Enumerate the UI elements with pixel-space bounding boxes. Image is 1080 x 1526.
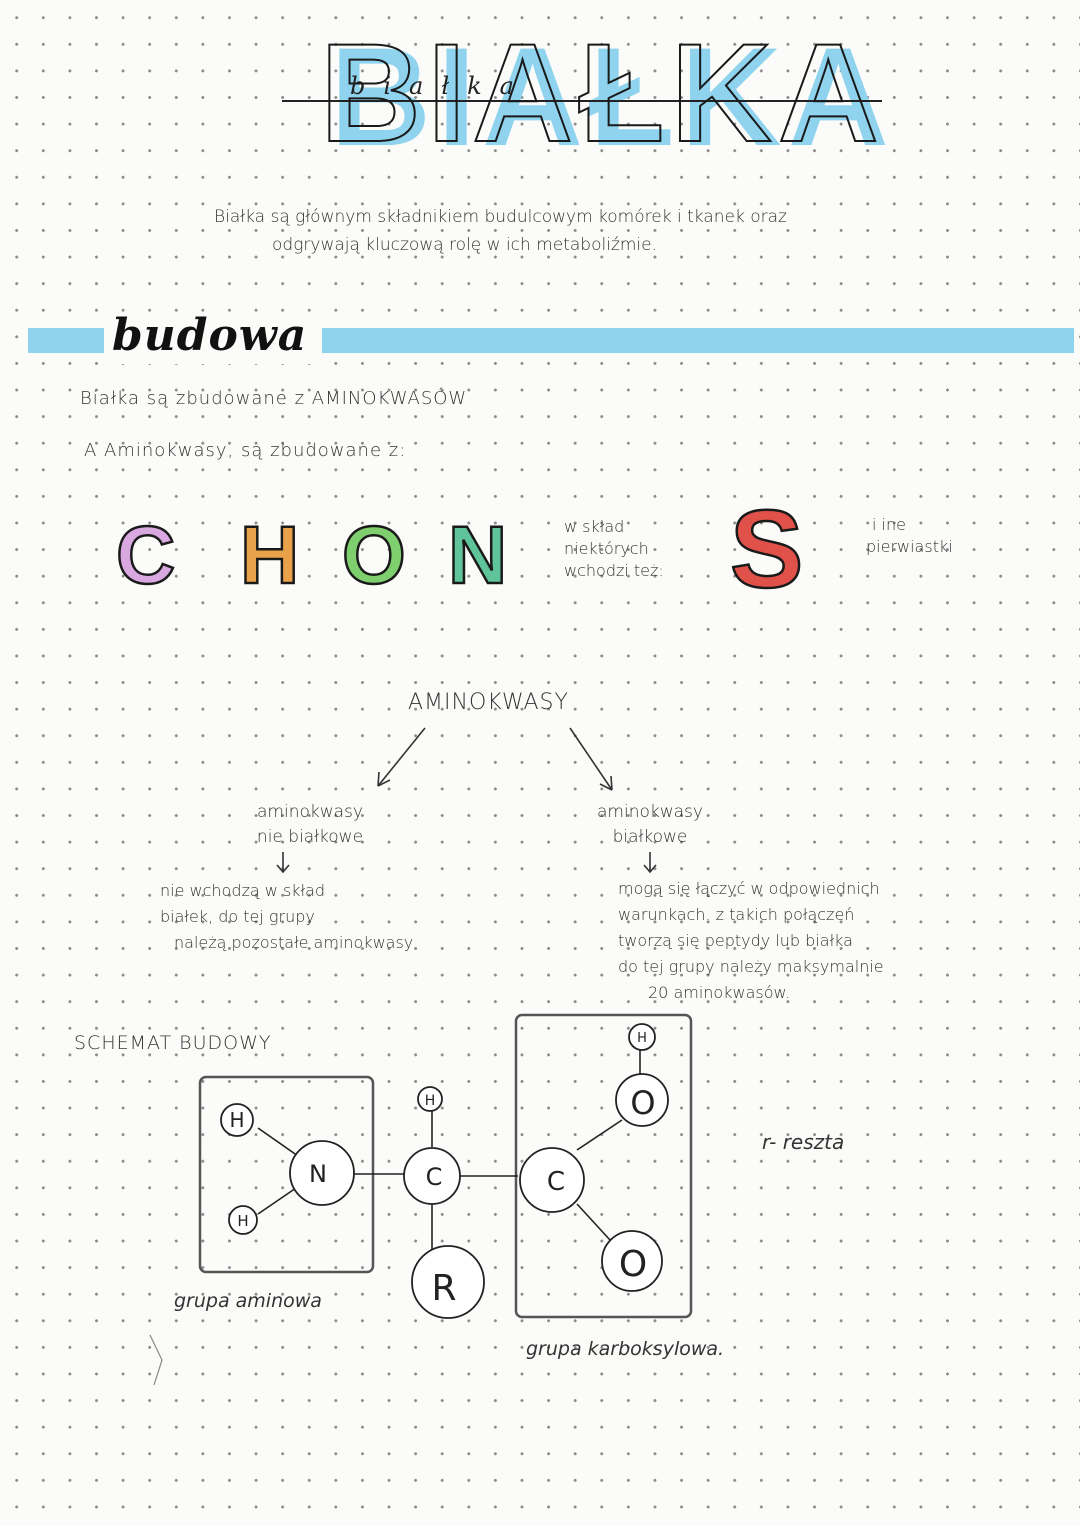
r-legend: r- reszta xyxy=(762,1130,845,1154)
element-s: S xyxy=(729,488,805,611)
atom-n-label: N xyxy=(309,1160,327,1188)
intro-paragraph: Białka są głównym składnikiem budulcowym… xyxy=(214,203,894,259)
bond-c-o1 xyxy=(576,1119,623,1151)
element-note-line-2: niektórych xyxy=(564,539,649,558)
element-h: H xyxy=(239,510,301,601)
atom-r-label: R xyxy=(431,1268,456,1309)
tree-right-desc-line-3: tworzą się peptydy lub białka xyxy=(618,931,853,950)
atom-o-1-label: O xyxy=(630,1084,655,1122)
tree-right-title-line-2: białkowe xyxy=(612,827,688,847)
atom-h-4 xyxy=(628,1023,656,1051)
tree-left-title-line-2: nie białkowe xyxy=(256,827,364,847)
pencil-mark xyxy=(149,1334,163,1386)
tree-left-desc: nie wchodzą w skład białek, do tej grupy… xyxy=(160,878,480,956)
tree-right-desc-line-1: mogą się łączyć w odpowiednich xyxy=(618,879,880,898)
atom-h-2-label: H xyxy=(237,1212,248,1230)
atom-c-central xyxy=(403,1147,461,1205)
atom-n xyxy=(289,1140,355,1206)
page-title: BIAŁKA xyxy=(319,14,885,171)
element-n: N xyxy=(447,510,509,601)
atom-c-carboxyl xyxy=(519,1147,585,1213)
intro-line-1: Białka są głównym składnikiem budulcowym… xyxy=(214,207,787,227)
arrow-left-head xyxy=(377,771,391,787)
tree-right-desc-line-2: warunkach. z takich połączeń xyxy=(618,905,855,924)
atom-r xyxy=(411,1245,485,1319)
atom-c-central-label: C xyxy=(426,1163,443,1191)
element-o: O xyxy=(341,510,407,601)
title-script-overlay: białka xyxy=(350,72,532,100)
atom-h-1 xyxy=(220,1103,254,1137)
element-c: C xyxy=(115,510,177,601)
tree-left-desc-line-1: nie wchodzą w skład xyxy=(160,881,326,900)
tree-left-desc-line-3: należą pozostałe aminokwasy xyxy=(174,933,414,952)
tree-right-title-line-1: aminokwasy xyxy=(597,802,703,822)
arrow-left-down xyxy=(276,852,290,874)
arrow-right xyxy=(569,727,613,791)
arrow-right-down xyxy=(643,852,657,874)
title-underline xyxy=(282,100,882,102)
element-note-line-3: wchodzi też: xyxy=(564,561,664,580)
atom-h-4-label: H xyxy=(637,1031,647,1046)
built-from-amino-acids: Białka są zbudowane z AMINOKWASÓW xyxy=(80,388,468,409)
element-tail-line-1: i ine xyxy=(872,515,906,534)
arrow-right-head xyxy=(599,775,613,791)
tree-right-title: aminokwasy białkowe xyxy=(580,800,720,850)
bond-c-o2 xyxy=(576,1203,611,1241)
atom-h-1-label: H xyxy=(229,1108,244,1132)
arrow-left xyxy=(377,727,426,787)
bond-h1-n xyxy=(257,1127,299,1157)
title-highlight: BIAŁKA xyxy=(330,18,895,175)
element-tail-line-2: pierwiastki xyxy=(866,537,953,556)
tree-right-desc-line-4: do tej grupy należy maksymalnie xyxy=(618,957,884,976)
tree-right-desc: mogą się łączyć w odpowiednich warunkach… xyxy=(618,876,978,1006)
element-note: w skład niektórych wchodzi też: xyxy=(564,516,664,582)
element-note-line-1: w skład xyxy=(564,517,625,536)
tree-left-desc-line-2: białek, do tej grupy xyxy=(160,907,315,926)
tree-left-title-line-1: aminokwasy xyxy=(257,802,363,822)
intro-line-2: odgrywają kluczową rolę w ich metaboliźm… xyxy=(272,235,658,255)
atom-c-carboxyl-label: C xyxy=(547,1167,565,1197)
carboxyl-group-label: grupa karboksylowa. xyxy=(526,1338,725,1360)
element-tail: i ine pierwiastki xyxy=(866,514,953,558)
bond-h2-n xyxy=(257,1187,297,1215)
tree-right-desc-line-5: 20 aminokwasów. xyxy=(648,983,791,1002)
atom-h-2 xyxy=(228,1205,258,1235)
carboxyl-group-box xyxy=(514,1013,693,1319)
atom-h-3 xyxy=(417,1086,443,1112)
section-title: budowa xyxy=(112,310,308,361)
tree-root: AMINOKWASY xyxy=(408,690,569,715)
atom-h-3-label: H xyxy=(425,1093,436,1109)
tree-left-title: aminokwasy nie białkowe xyxy=(230,800,390,850)
section-banner-gap xyxy=(104,318,322,364)
atom-o-2 xyxy=(601,1230,663,1292)
amino-acids-built-from: A Aminokwasy, są zbudowane z: xyxy=(84,440,407,461)
schema-title: SCHEMAT BUDOWY xyxy=(74,1032,272,1054)
atom-o-1 xyxy=(615,1073,669,1127)
amino-group-label: grupa aminowa xyxy=(174,1290,322,1312)
atom-o-2-label: O xyxy=(619,1244,647,1285)
